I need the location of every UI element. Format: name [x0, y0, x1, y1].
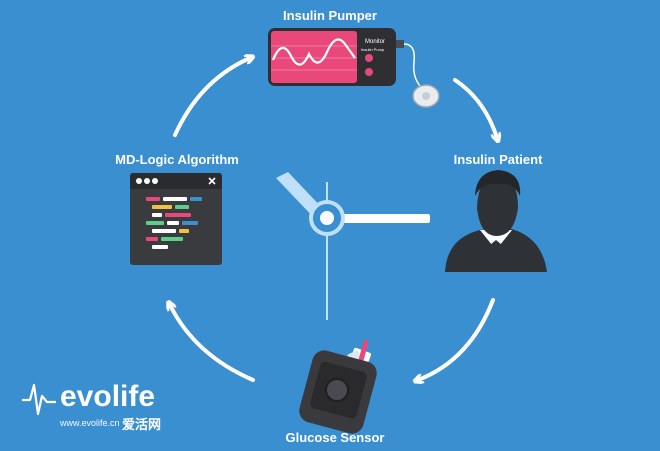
watermark-url: www.evolife.cn	[60, 418, 120, 428]
pump-screen-label: Monitor	[365, 39, 385, 45]
algorithm-window-icon	[130, 173, 222, 265]
label-md-logic-algorithm: MD-Logic Algorithm	[115, 152, 239, 167]
watermark-chinese-text: 爱活网	[122, 418, 162, 433]
pump-screen-sublabel: Insulin Pump	[361, 47, 385, 52]
clock-icon	[276, 172, 430, 320]
label-insulin-pumper: Insulin Pumper	[283, 8, 377, 23]
arrow-patient-to-sensor	[418, 298, 495, 380]
watermark-heartbeat-icon	[22, 383, 56, 416]
patient-icon	[445, 170, 547, 272]
arrow-sensor-to-algorithm	[170, 305, 255, 382]
arrow-algorithm-to-pump	[173, 58, 250, 137]
arrow-pump-to-patient	[453, 78, 497, 138]
glucose-sensor-icon	[299, 340, 377, 434]
watermark-logo: evolife	[60, 380, 156, 413]
label-insulin-patient: Insulin Patient	[453, 152, 543, 167]
label-glucose-sensor: Glucose Sensor	[285, 430, 385, 445]
insulin-pump-icon	[268, 28, 440, 108]
